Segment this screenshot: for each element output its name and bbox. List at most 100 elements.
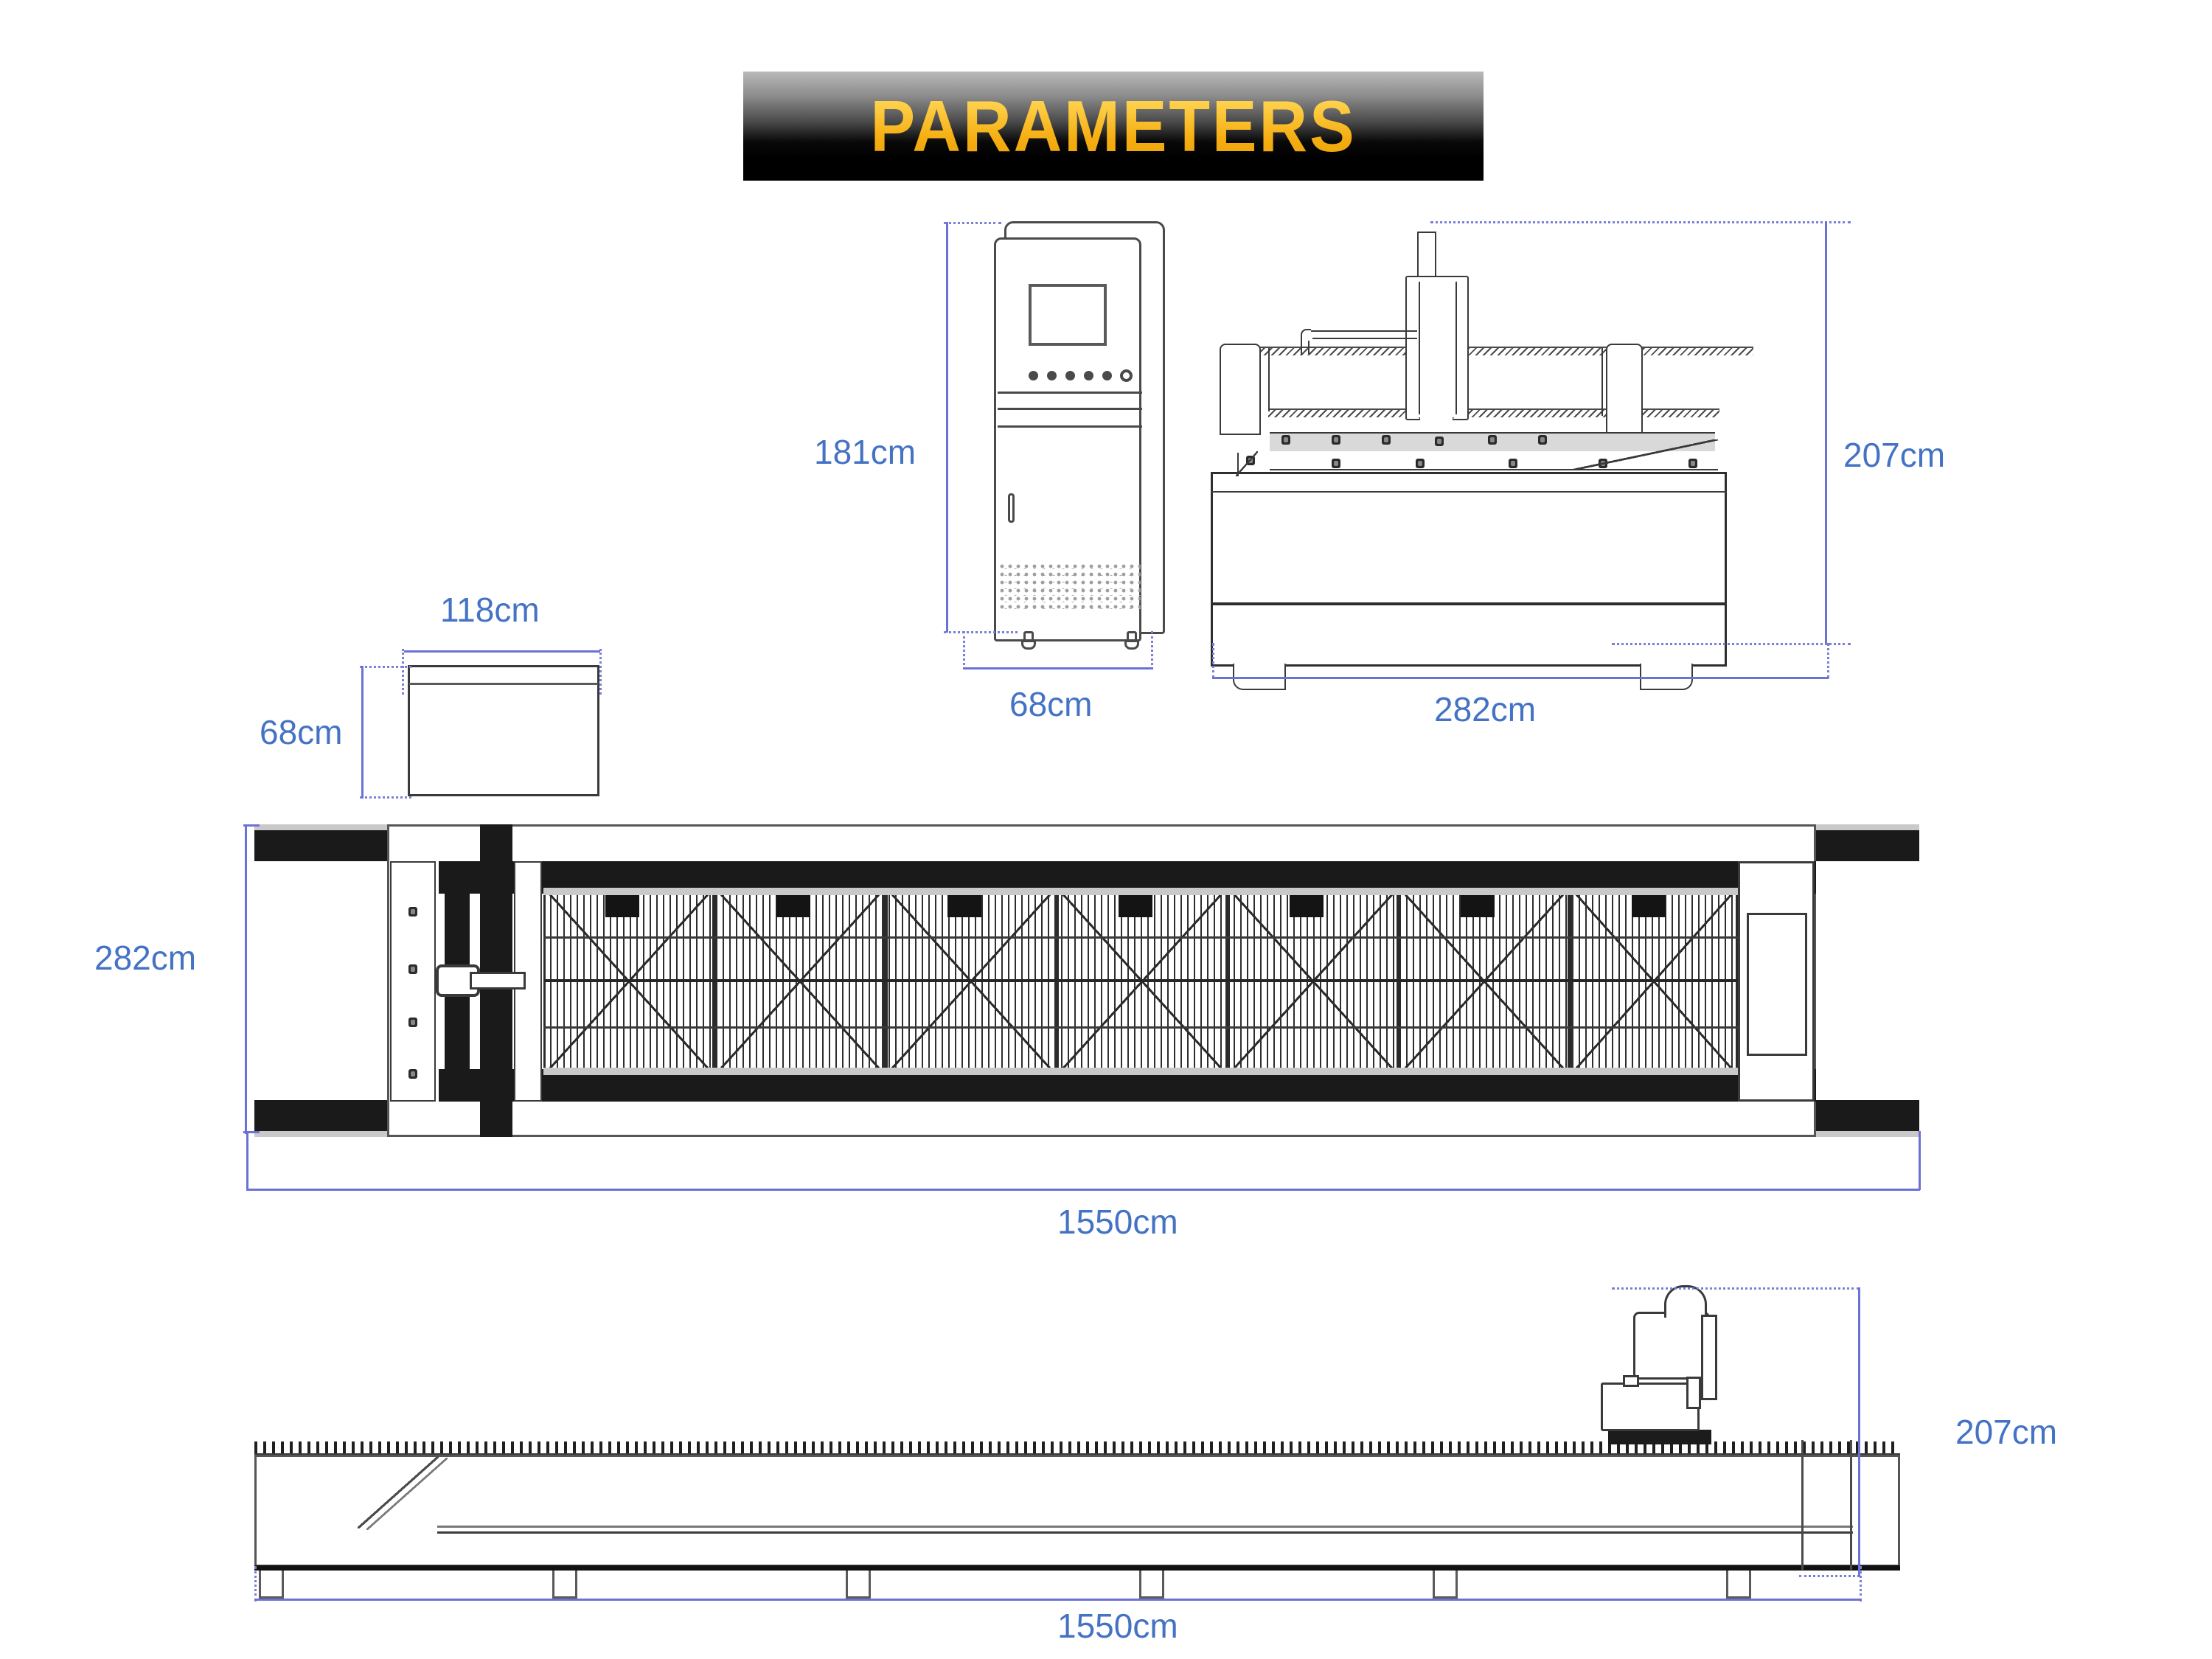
gantry-tower-right — [1606, 344, 1643, 441]
panel-clamp-4 — [1119, 895, 1152, 917]
side-length-ext-right — [1860, 1566, 1862, 1601]
bed-top-edge — [254, 1453, 1900, 1455]
cabinet-button-5 — [1102, 371, 1112, 380]
panel-clamp-3 — [947, 895, 981, 917]
cable-chain-drop — [1301, 339, 1302, 355]
dimension-bed-depth: 282cm — [94, 939, 197, 977]
bed-depth-dim-line — [245, 824, 247, 1134]
cabinet-height-ext-top — [944, 222, 1001, 224]
carriage-base-block — [1608, 1430, 1711, 1444]
dimension-bed-length: 1550cm — [1057, 1203, 1178, 1241]
slat-field-bottom-rail — [543, 1068, 1738, 1075]
cable-chain-top — [1310, 330, 1417, 332]
bed-length-ext-right — [1919, 1131, 1921, 1190]
gantry-rail-upper-line — [1228, 347, 1753, 348]
cable-chain-top-inner — [1312, 338, 1417, 339]
cutter-width-ext-left — [1212, 643, 1214, 678]
table-bolt-3 — [1382, 435, 1391, 445]
dimension-cabinet-height: 181cm — [814, 433, 917, 471]
carriage-bolt-2 — [408, 964, 417, 974]
carriage-bolt-1 — [408, 907, 417, 917]
cabtop-depth-dim-line — [361, 666, 364, 799]
cabinet-door-handle — [1008, 493, 1015, 523]
cutting-nozzle — [1419, 417, 1454, 434]
dimension-cabtop-width: 118cm — [440, 591, 540, 629]
panel-clamp-1 — [605, 895, 639, 917]
dimension-cutter-height: 207cm — [1843, 436, 1946, 474]
table-support-diag — [1236, 451, 1258, 476]
page-title: PARAMETERS — [769, 72, 1458, 181]
cabinet-button-2 — [1047, 371, 1057, 380]
dimension-cabtop-depth: 68cm — [260, 713, 343, 751]
gantry-tower-left — [1220, 344, 1261, 435]
side-foot-5 — [1433, 1571, 1458, 1599]
cabinet-caster-left — [1020, 631, 1037, 650]
gantry-right-inner-edge — [1601, 348, 1603, 416]
laser-head-nozzle — [1686, 1377, 1701, 1409]
side-foot-1 — [259, 1571, 284, 1599]
table-front-edge — [1270, 469, 1718, 470]
table-bolt-10 — [1509, 459, 1517, 468]
table-bolt-6 — [1538, 435, 1547, 445]
cabinet-texture-fill — [999, 563, 1141, 611]
cutter-width-dim-line — [1212, 677, 1829, 679]
work-table-top-edge — [1270, 432, 1715, 434]
panel-clamp-5 — [1290, 895, 1324, 917]
bed-length-dim-line — [246, 1189, 1920, 1191]
body-ledge-upper — [437, 1526, 1853, 1528]
cabtop-width-ext-right — [599, 649, 602, 695]
dimension-cutter-width: 282cm — [1434, 690, 1537, 728]
machine-base-plate — [254, 1565, 1900, 1571]
machine-top-view — [254, 818, 1921, 1143]
cabinet-button-6 — [1120, 369, 1133, 382]
panel-clamp-2 — [776, 895, 810, 917]
laser-cutter-front-view — [1202, 221, 1799, 690]
side-height-ext-bottom — [1799, 1575, 1860, 1577]
cabinet-button-4 — [1084, 371, 1093, 380]
left-carriage-guide — [390, 861, 436, 1102]
gantry-left-inner-edge — [1268, 348, 1270, 411]
cabinet-width-dim-line — [963, 667, 1153, 669]
laser-head-handle — [1664, 1285, 1707, 1318]
side-height-dim-line — [1858, 1287, 1860, 1576]
cabinet-width-ext-right — [1151, 631, 1153, 669]
cabinet-top-lip — [409, 683, 598, 685]
cabinet-height-ext-bottom — [944, 631, 1018, 633]
cabinet-width-ext-left — [963, 631, 965, 669]
machine-body-base — [1211, 603, 1727, 667]
gantry-rail-lower-line — [1268, 408, 1719, 410]
table-bolt-2 — [1332, 435, 1340, 445]
cabinet-caster-right — [1124, 631, 1140, 650]
table-perspective-edge — [1571, 439, 1718, 470]
cable-chain-drop-inner — [1308, 339, 1310, 354]
side-foot-3 — [846, 1571, 871, 1599]
cabtop-width-ext-left — [402, 649, 404, 695]
panel-clamp-7 — [1632, 895, 1666, 917]
cabinet-divider-2 — [998, 408, 1142, 410]
bed-depth-ext-top — [243, 824, 260, 827]
bed-length-ext-left — [246, 1131, 248, 1190]
bed-slat-teeth — [254, 1441, 1900, 1453]
carriage-bolt-3 — [408, 1018, 417, 1027]
right-end-inner-panel — [1747, 913, 1807, 1056]
cabtop-width-dim-line — [404, 650, 600, 653]
bed-stringer-lower — [543, 1026, 1738, 1029]
cabinet-button-1 — [1029, 371, 1038, 380]
table-bolt-4 — [1435, 437, 1444, 446]
right-post-left — [1801, 1440, 1804, 1570]
table-bolt-8 — [1332, 459, 1340, 468]
cabinet-door-panel — [994, 237, 1142, 641]
cable-chain-bend — [1301, 329, 1311, 341]
right-post-right — [1850, 1440, 1852, 1570]
cabinet-display-screen — [1029, 284, 1107, 346]
cutter-height-ext-top — [1430, 221, 1851, 223]
cutter-width-ext-right — [1827, 643, 1829, 678]
cutting-head-body — [1405, 276, 1469, 420]
control-cabinet-front-view — [994, 221, 1165, 653]
cutting-head-rail-left — [1419, 282, 1420, 414]
side-length-ext-left — [254, 1566, 257, 1601]
laser-head-connector — [1623, 1375, 1639, 1387]
carriage-bolt-4 — [408, 1069, 417, 1079]
cutter-height-dim-line — [1825, 221, 1827, 643]
